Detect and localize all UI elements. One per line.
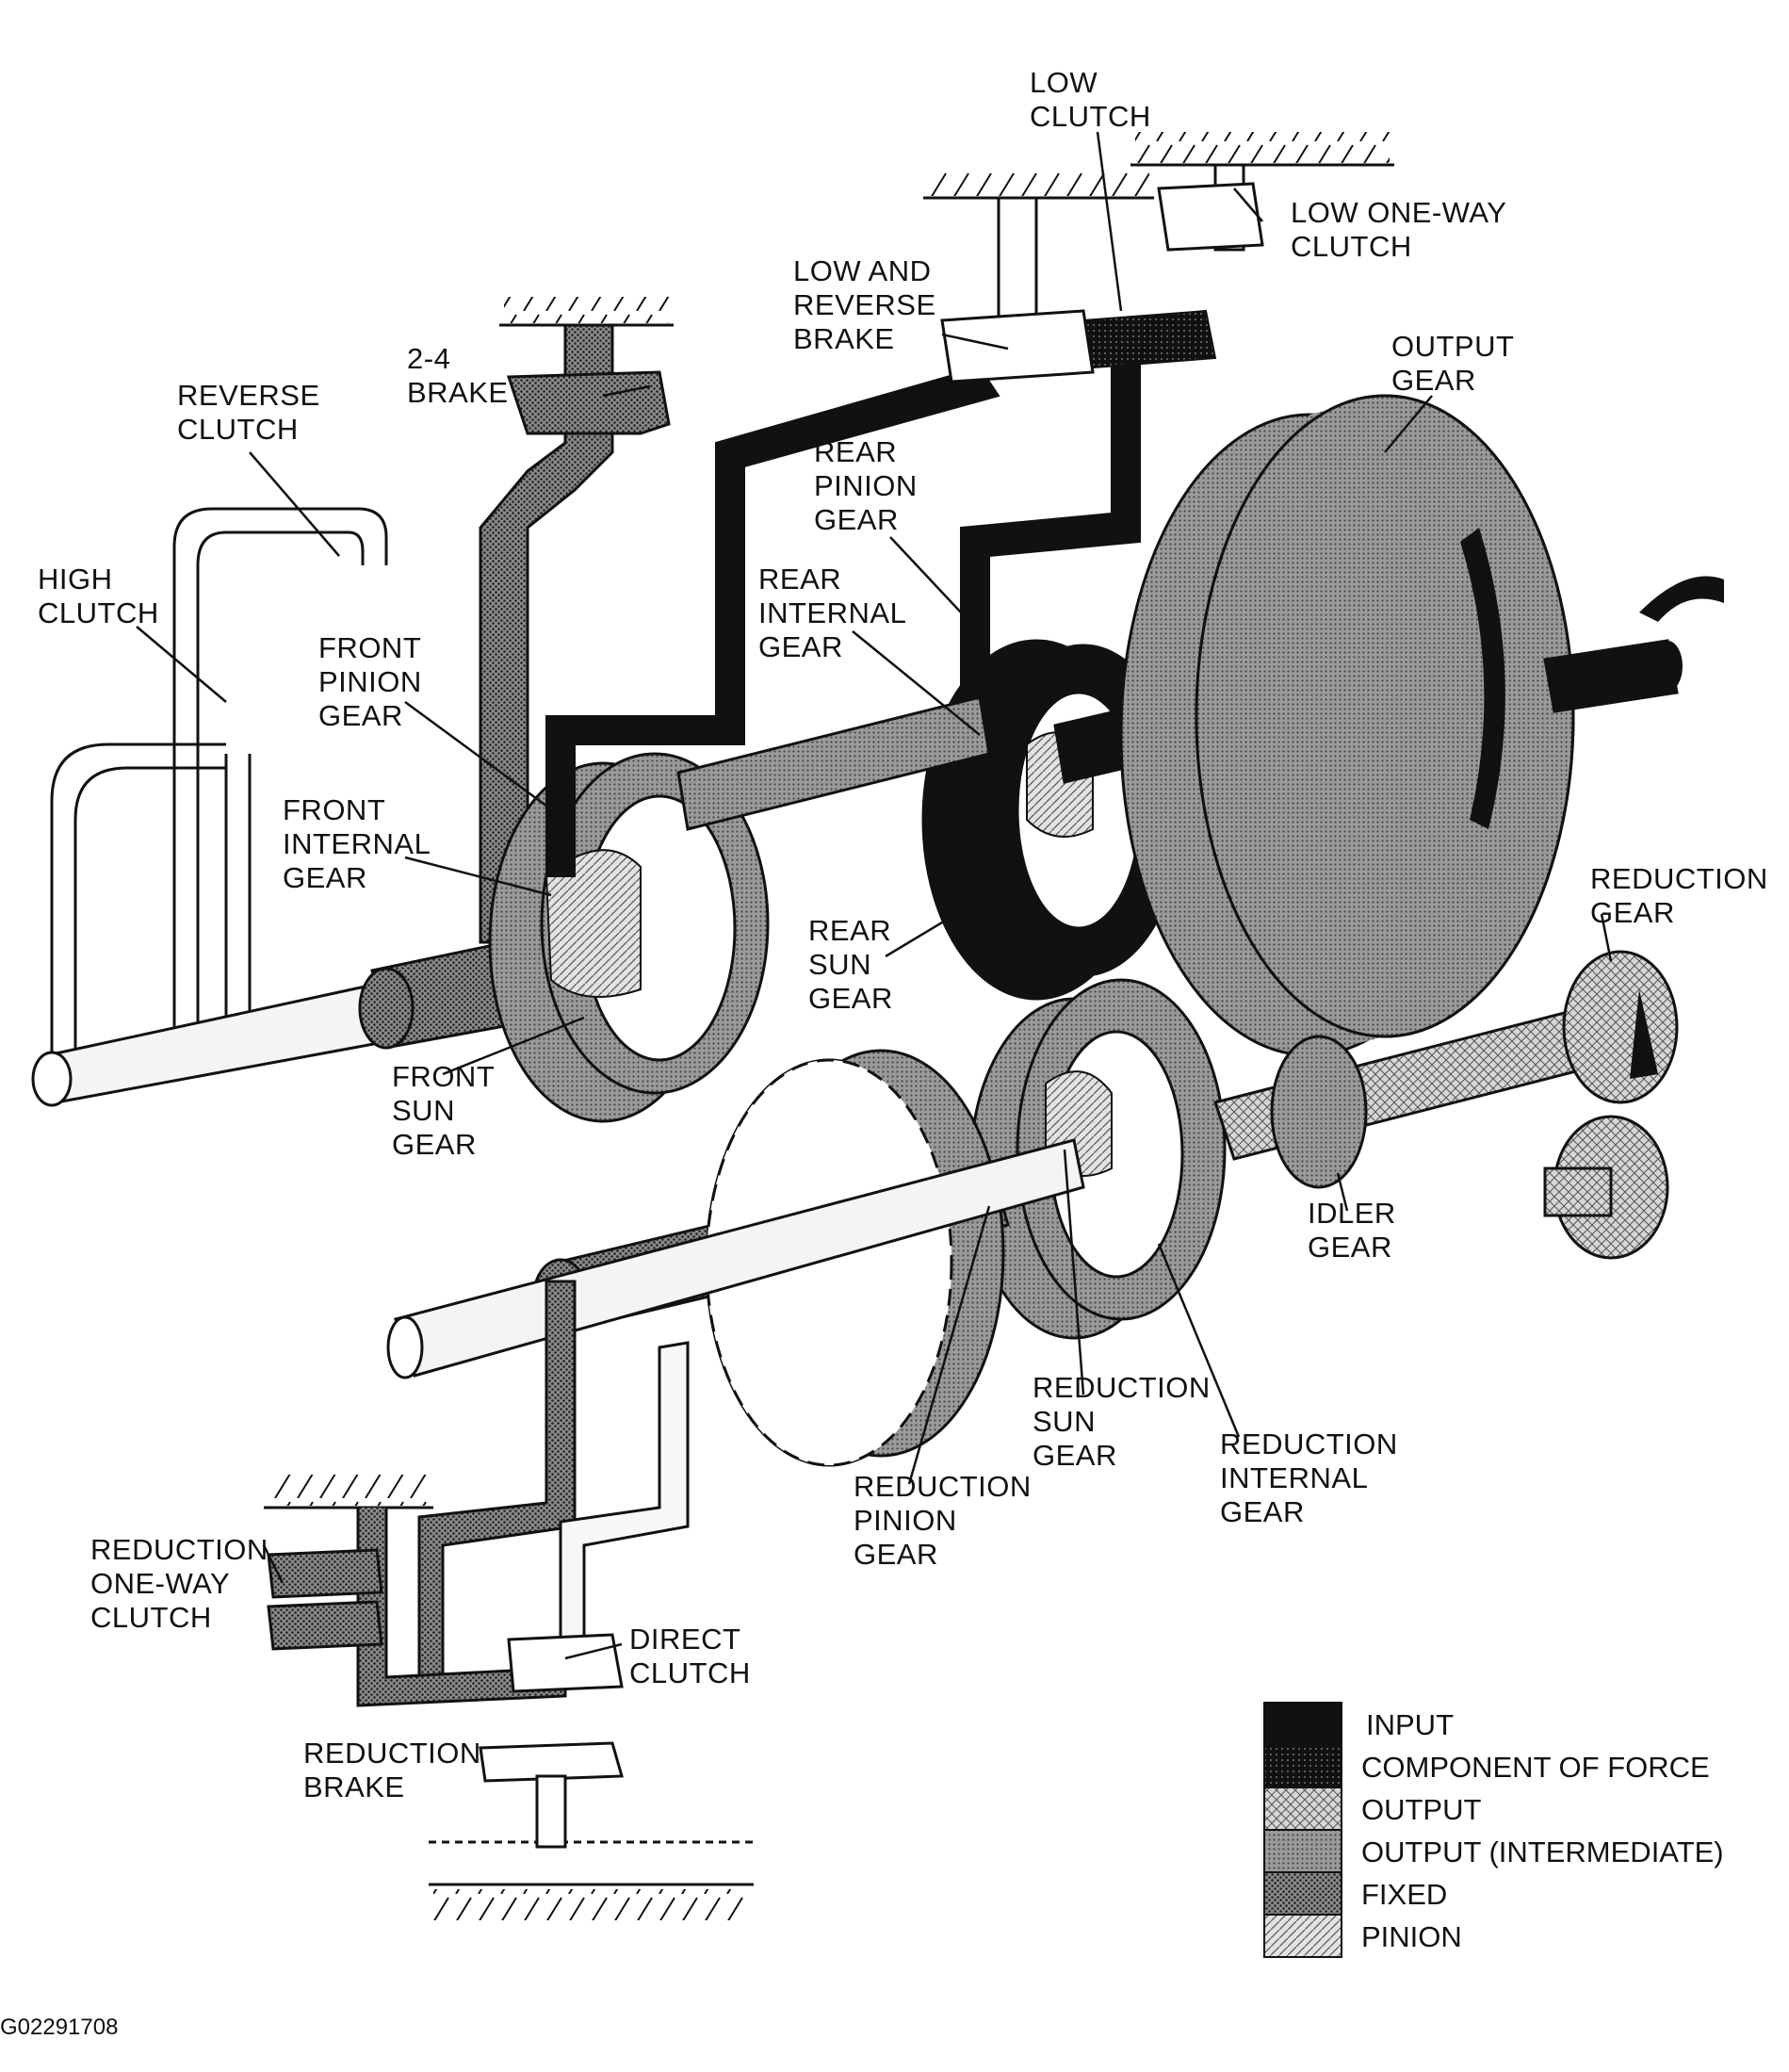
legend-label-component-of-force: COMPONENT OF FORCE <box>1361 1751 1710 1784</box>
ground-hatch-2-4-brake <box>499 297 674 327</box>
low-and-reverse-brake-block <box>940 196 1095 383</box>
label-reduction-sun-gear: REDUCTION SUN GEAR <box>1033 1371 1211 1472</box>
ground-hatch-low-clutch <box>1130 132 1394 167</box>
legend-label-output-intermediate: OUTPUT (INTERMEDIATE) <box>1361 1835 1724 1868</box>
spur-gear-outline <box>705 1049 1005 1467</box>
low-one-way-clutch-block <box>1157 163 1264 252</box>
legend-label-output: OUTPUT <box>1361 1793 1482 1826</box>
legend-swatches <box>1263 1702 1342 1958</box>
label-reduction-one-way-clutch: REDUCTION ONE-WAY CLUTCH <box>90 1533 268 1634</box>
label-direct-clutch: DIRECT CLUTCH <box>629 1623 751 1689</box>
label-reduction-brake: REDUCTION BRAKE <box>303 1737 481 1803</box>
output-shaft-right <box>1543 576 1724 713</box>
label-front-pinion-gear: FRONT PINION GEAR <box>318 631 422 732</box>
label-reduction-internal-gear: REDUCTION INTERNAL GEAR <box>1220 1428 1398 1528</box>
ground-hatch-low-brake <box>923 170 1154 200</box>
legend: INPUT COMPONENT OF FORCE OUTPUT OUTPUT (… <box>1262 1701 1789 1983</box>
label-2-4-brake: 2-4 BRAKE <box>407 342 509 409</box>
label-low-clutch: LOW CLUTCH <box>1030 66 1151 133</box>
label-rear-internal-gear: REAR INTERNAL GEAR <box>758 563 907 663</box>
legend-swatch-output <box>1263 1786 1342 1831</box>
legend-swatch-fixed <box>1263 1871 1342 1916</box>
label-high-clutch: HIGH CLUTCH <box>38 563 159 629</box>
ground-hatch-reduction-one-way <box>264 1475 433 1509</box>
label-reduction-pinion-gear: REDUCTION PINION GEAR <box>854 1470 1032 1571</box>
label-reduction-gear: REDUCTION GEAR <box>1590 862 1768 929</box>
figure-code: G02291708 <box>0 2015 119 2040</box>
label-output-gear: OUTPUT GEAR <box>1391 330 1515 397</box>
reduction-gear <box>1543 950 1679 1260</box>
legend-swatch-pinion <box>1263 1914 1342 1958</box>
legend-label-input: INPUT <box>1366 1708 1454 1741</box>
high-clutch-frame <box>50 507 388 1074</box>
label-rear-sun-gear: REAR SUN GEAR <box>808 914 893 1015</box>
legend-swatch-component-of-force <box>1263 1744 1342 1788</box>
label-low-and-reverse-brake: LOW AND REVERSE BRAKE <box>793 254 936 355</box>
label-rear-pinion-gear: REAR PINION GEAR <box>814 435 918 536</box>
label-low-one-way-clutch: LOW ONE-WAY CLUTCH <box>1291 196 1507 263</box>
legend-label-pinion: PINION <box>1361 1920 1462 1953</box>
legend-swatch-input <box>1263 1702 1342 1746</box>
label-front-sun-gear: FRONT SUN GEAR <box>392 1060 496 1161</box>
reduction-one-way-clutch-block <box>267 1548 383 1651</box>
legend-label-fixed: FIXED <box>1361 1878 1448 1911</box>
label-idler-gear: IDLER GEAR <box>1308 1197 1396 1264</box>
legend-swatch-output-intermediate <box>1263 1829 1342 1873</box>
input-shaft-left <box>31 978 416 1107</box>
label-front-internal-gear: FRONT INTERNAL GEAR <box>283 793 431 894</box>
output-gear <box>1119 394 1575 1057</box>
reduction-internal-gear <box>968 978 1227 1340</box>
reduction-brake-block <box>479 1741 624 1849</box>
ground-hatch-reduction-brake <box>429 1840 754 1920</box>
leader-lines <box>136 131 1613 1660</box>
label-reverse-clutch: REVERSE CLUTCH <box>177 379 320 446</box>
